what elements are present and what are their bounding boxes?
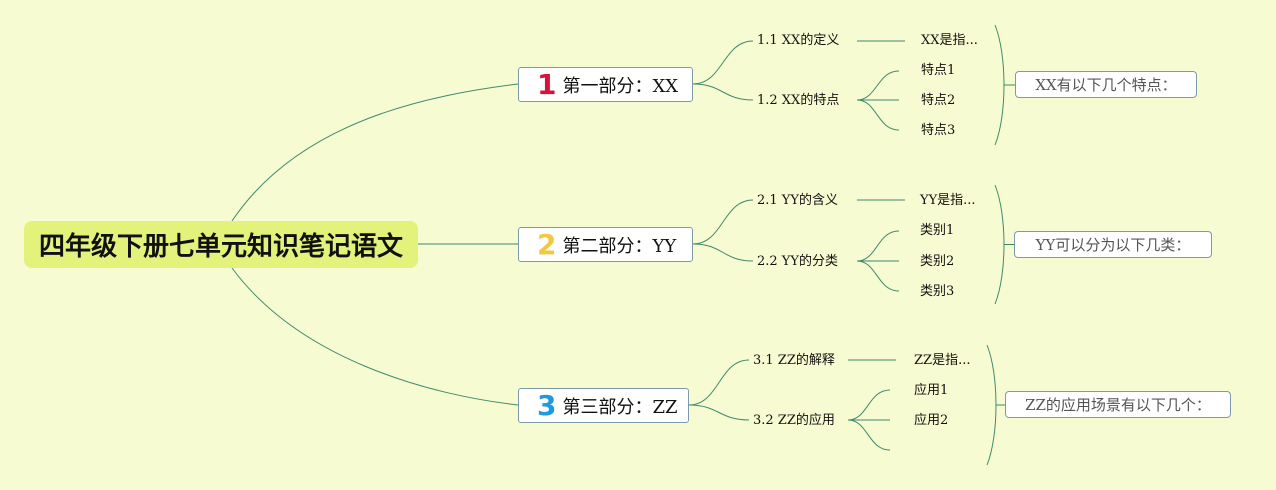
- section-label-3: 第三部分：ZZ: [562, 396, 678, 418]
- leaf-1-2-3[interactable]: 特点3: [921, 123, 956, 138]
- leaf-2-2-3[interactable]: 类别3: [920, 284, 955, 299]
- leaf-2-1-1[interactable]: YY是指...: [920, 193, 976, 208]
- section-label-1: 第一部分：XX: [562, 75, 679, 97]
- leaf-3-2-1[interactable]: 应用1: [914, 383, 949, 398]
- connector-sec3-sub1: [688, 359, 750, 406]
- connector-sub1-2-leaf3: [856, 99, 900, 131]
- section-topic-3[interactable]: 3 第三部分：ZZ: [518, 388, 689, 423]
- section-number-1: 1: [537, 67, 557, 101]
- connector-sub1-2-leaf1: [856, 70, 900, 101]
- summary-bracket-1: [994, 24, 1005, 146]
- connector-root-1: [231, 83, 519, 222]
- connector-sec3-sub2: [688, 404, 750, 421]
- root-topic[interactable]: 四年级下册七单元知识笔记语文: [24, 221, 418, 268]
- connector-sec2-sub1: [692, 199, 754, 245]
- section-number-2: 2: [537, 227, 557, 261]
- connector-sec1-sub1: [692, 40, 754, 85]
- leaf-2-2-2[interactable]: 类别2: [920, 254, 955, 269]
- connector-sub3-2-leaf3: [847, 419, 891, 451]
- leaf-1-2-1[interactable]: 特点1: [921, 63, 956, 78]
- leaf-1-1-1[interactable]: XX是指...: [921, 33, 978, 48]
- connector-sec2-sub2: [692, 243, 754, 262]
- connector-sub2-2-leaf1: [856, 230, 900, 262]
- subtopic-3-1[interactable]: 3.1 ZZ的解释: [753, 353, 835, 368]
- subtopic-2-1[interactable]: 2.1 YY的含义: [757, 193, 838, 208]
- subtopic-3-2[interactable]: 3.2 ZZ的应用: [753, 413, 835, 428]
- section-topic-2[interactable]: 2 第二部分：YY: [518, 227, 693, 262]
- summary-2[interactable]: YY可以分为以下几类：: [1014, 231, 1212, 258]
- connector-sub3-2-leaf1: [847, 389, 891, 421]
- summary-3[interactable]: ZZ的应用场景有以下几个：: [1005, 391, 1231, 418]
- summary-bracket-2: [994, 184, 1005, 305]
- leaf-3-1-1[interactable]: ZZ是指...: [914, 353, 971, 368]
- subtopic-1-2[interactable]: 1.2 XX的特点: [757, 93, 840, 108]
- leaf-2-2-1[interactable]: 类别1: [920, 223, 955, 238]
- subtopic-2-2[interactable]: 2.2 YY的分类: [757, 254, 838, 269]
- summary-1[interactable]: XX有以下几个特点：: [1015, 71, 1197, 98]
- connector-root-3: [231, 267, 519, 406]
- leaf-3-2-2[interactable]: 应用2: [914, 413, 949, 428]
- section-label-2: 第二部分：YY: [562, 235, 677, 257]
- section-topic-1[interactable]: 1 第一部分：XX: [518, 67, 693, 102]
- leaf-1-2-2[interactable]: 特点2: [921, 93, 956, 108]
- summary-bracket-3: [986, 344, 997, 466]
- subtopic-1-1[interactable]: 1.1 XX的定义: [757, 33, 840, 48]
- connector-sec1-sub2: [692, 83, 754, 101]
- connector-sub2-2-leaf3: [856, 260, 900, 292]
- section-number-3: 3: [537, 388, 557, 422]
